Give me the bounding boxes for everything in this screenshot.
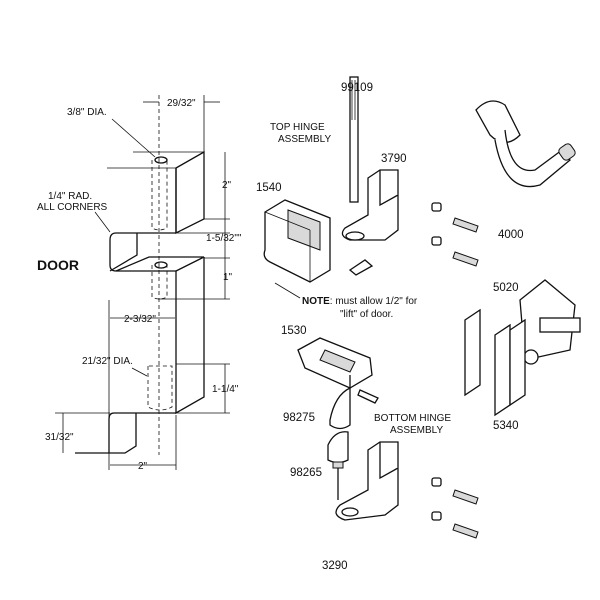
dim-top-width: 29/32" bbox=[167, 98, 196, 109]
radius-note-line2: ALL CORNERS bbox=[37, 202, 108, 213]
door-label: DOOR bbox=[37, 257, 79, 273]
bracket-3790-drawing bbox=[341, 169, 399, 241]
note-rest: : must allow 1/2" for bbox=[330, 296, 418, 307]
note-leader bbox=[274, 282, 301, 299]
part-label-1530: 1530 bbox=[281, 325, 307, 337]
bracket-1530-drawing bbox=[297, 337, 373, 389]
part-label-98265: 98265 bbox=[290, 467, 322, 479]
coat-hook-4000-drawing bbox=[475, 100, 576, 188]
note-line2: "lift" of door. bbox=[340, 309, 393, 320]
door-profile bbox=[55, 95, 230, 470]
radius-note-line1: 1/4" RAD. bbox=[48, 191, 92, 202]
dim-upper-height: 2" bbox=[222, 180, 232, 191]
bracket-3290-drawing bbox=[335, 441, 399, 521]
bottom-hinge-label-2: ASSEMBLY bbox=[390, 425, 443, 436]
bottom-hinge-label-1: BOTTOM HINGE bbox=[374, 413, 451, 424]
part-label-4000: 4000 bbox=[498, 229, 524, 241]
screws-bottom bbox=[431, 477, 479, 539]
part-label-5020: 5020 bbox=[493, 282, 519, 294]
dim-gap: 1-5/32"" bbox=[206, 233, 242, 244]
hole-bottom-dia-label: 21/32" DIA. bbox=[82, 356, 133, 367]
note-bold: NOTE bbox=[302, 296, 330, 307]
dim-bottom-height: 1-1/4" bbox=[212, 384, 239, 395]
bracket-1540-drawing bbox=[263, 199, 331, 283]
part-label-5340: 5340 bbox=[493, 420, 519, 432]
note-line1: NOTE: must allow 1/2" for bbox=[302, 296, 418, 307]
part-label-3790: 3790 bbox=[381, 153, 407, 165]
part-label-3290: 3290 bbox=[322, 560, 348, 572]
part-label-1540: 1540 bbox=[256, 182, 282, 194]
part-label-98275: 98275 bbox=[283, 412, 315, 424]
latch-5020-drawing bbox=[519, 279, 581, 365]
dim-foot-width: 2" bbox=[138, 461, 148, 472]
dim-middle: 1" bbox=[223, 272, 233, 283]
pin-99109-drawing bbox=[349, 76, 359, 203]
cam-98275-drawing bbox=[329, 386, 379, 430]
dim-middle-width: 2-3/32" bbox=[124, 314, 156, 325]
top-hinge-label-2: ASSEMBLY bbox=[278, 134, 331, 145]
cam-98265-drawing bbox=[327, 431, 349, 500]
top-hinge-label-1: TOP HINGE bbox=[270, 122, 325, 133]
screws-top bbox=[348, 202, 479, 276]
hole-top-dia-label: 3/8" DIA. bbox=[67, 107, 107, 118]
dim-foot-height: 31/32" bbox=[45, 432, 74, 443]
part-label-99109: 99109 bbox=[341, 82, 373, 94]
keeper-5340-drawing bbox=[464, 308, 526, 417]
